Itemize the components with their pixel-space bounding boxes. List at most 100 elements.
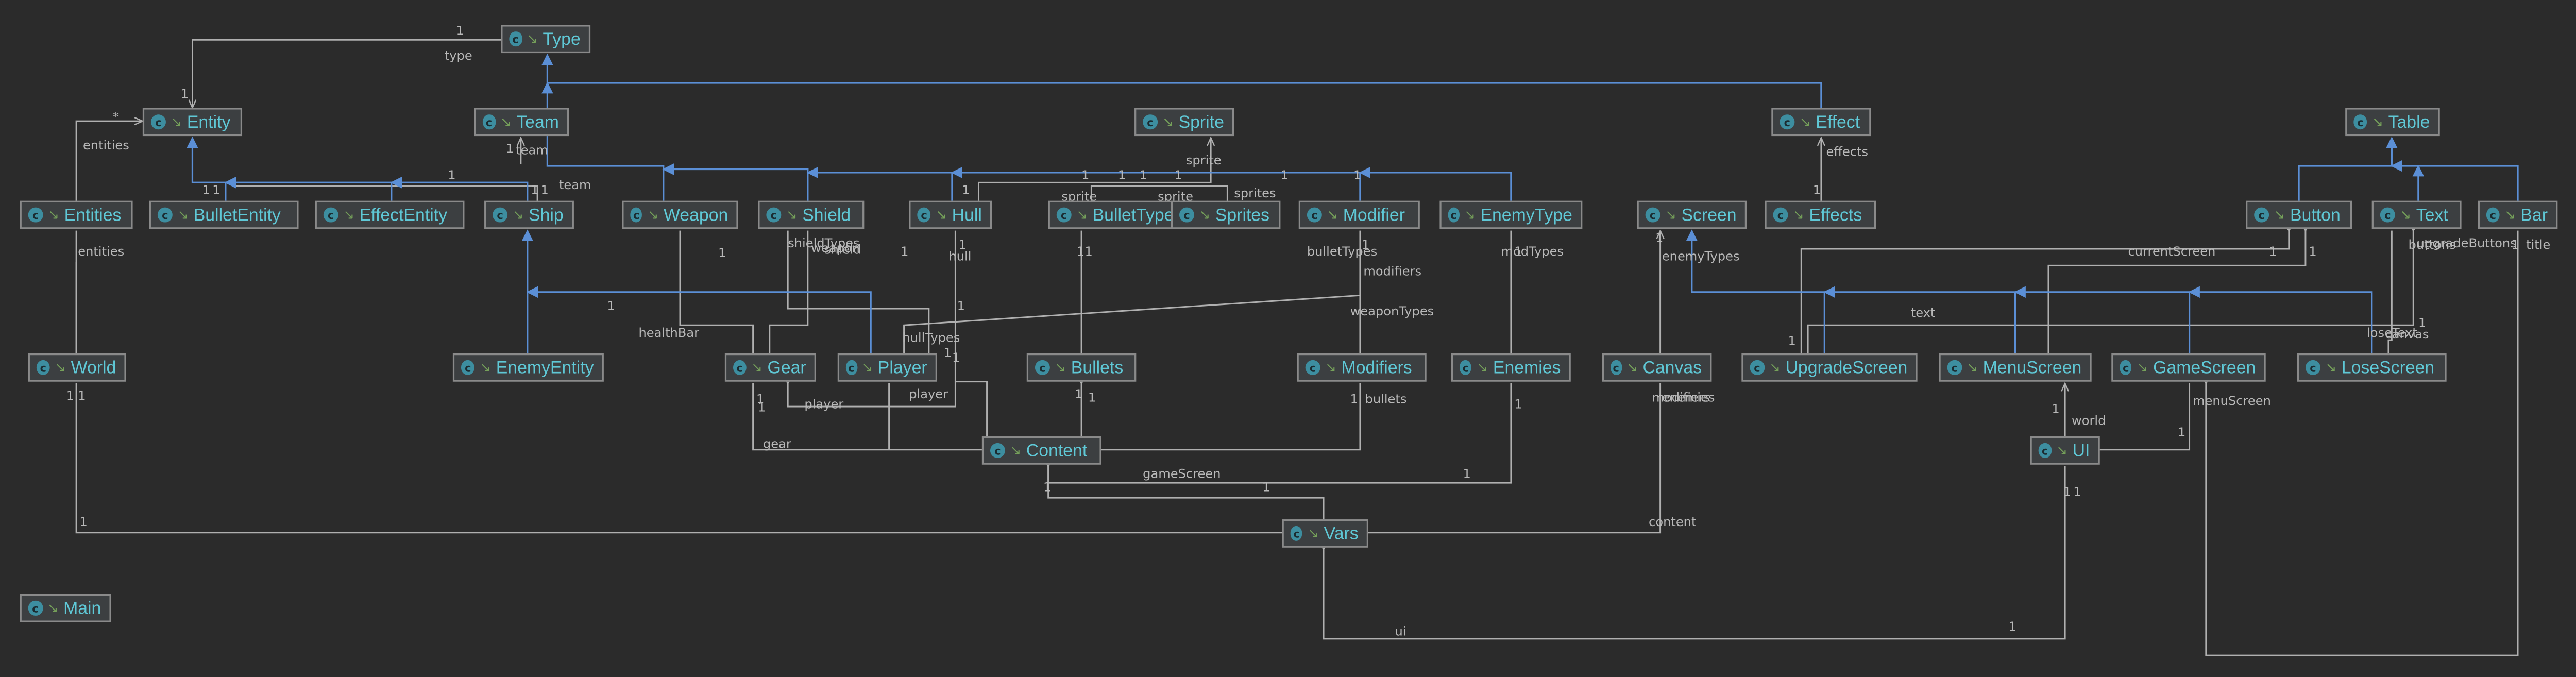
class-name: EnemyType [1480,205,1572,225]
class-node-enemyentity[interactable]: c↘EnemyEntity [452,353,604,382]
class-node-modifier[interactable]: c↘Modifier [1298,200,1420,229]
class-node-menuscreen[interactable]: c↘MenuScreen [1939,353,2092,382]
class-name: Bar [2520,205,2548,225]
edge-label: 1 [1088,390,1096,404]
class-node-screen[interactable]: c↘Screen [1637,200,1747,229]
class-icon: c [1780,114,1795,130]
edge-label: modTypes [1501,244,1564,259]
class-node-sprite[interactable]: c↘Sprite [1134,108,1234,137]
class-node-entity[interactable]: c↘Entity [142,108,243,137]
association-edge [2087,383,2191,454]
class-name: BulletType [1092,205,1174,225]
association-edge [1089,383,1361,454]
class-icon: c [1305,360,1320,375]
edge-label: 1 [718,246,726,260]
class-node-text[interactable]: c↘Text [2371,200,2462,229]
inheritance-edge [526,286,872,353]
public-icon: ↘ [2137,359,2148,375]
class-node-ui[interactable]: c↘UI [2030,436,2100,465]
edge-label: 1 [78,388,86,403]
edge-label: 1 [957,299,965,313]
class-node-weapon[interactable]: c↘Weapon [622,200,738,229]
class-node-canvas[interactable]: c↘Canvas [1602,353,1712,382]
class-node-ship[interactable]: c↘Ship [484,200,574,229]
class-node-table[interactable]: c↘Table [2345,108,2440,137]
class-node-upgradescreen[interactable]: c↘UpgradeScreen [1741,353,1918,382]
edge-label: 1 [1813,183,1821,197]
class-node-bar[interactable]: c↘Bar [2478,200,2558,229]
edge-label: 1 [962,183,970,197]
class-node-modifiers[interactable]: c↘Modifiers [1297,353,1427,382]
inheritance-edge [541,54,1822,108]
public-icon: ↘ [1325,359,1336,375]
public-icon: ↘ [512,206,524,222]
class-node-team[interactable]: c↘Team [474,108,569,137]
class-node-gear[interactable]: c↘Gear [724,353,816,382]
inheritance-edge [1359,166,1512,201]
association-edge [1087,185,1161,213]
class-icon: c [766,207,782,223]
edge-label: sprites [1234,186,1276,200]
class-icon: c [493,207,508,223]
class-node-main[interactable]: c↘Main [20,594,111,622]
edge-label: 1 [1353,168,1361,182]
class-name: UI [2072,441,2090,461]
edge-label: 1 [607,299,615,313]
class-name: Screen [1681,205,1737,225]
public-icon: ↘ [1055,359,1066,375]
edge-label: 1 [959,238,967,252]
class-node-hull[interactable]: c↘Hull [909,200,992,229]
public-icon: ↘ [2274,206,2285,222]
inheritance-edge [1823,286,2016,353]
class-name: Canvas [1642,358,1702,378]
edge-label: 1 [1262,480,1270,494]
class-node-enemies[interactable]: c↘Enemies [1451,353,1571,382]
class-icon: c [990,443,1005,458]
edge-label: effects [1826,145,1869,159]
association-edge [783,230,956,408]
class-node-shield[interactable]: c↘Shield [758,200,865,229]
edge-label: 1 [758,400,766,415]
class-node-enemytype[interactable]: c↘EnemyType [1439,200,1583,229]
public-icon: ↘ [480,359,492,375]
class-node-effectentity[interactable]: c↘EffectEntity [315,200,465,229]
edge-label: 1 [66,388,74,403]
class-node-vars[interactable]: c↘Vars [1282,519,1368,548]
edge-label: team [559,178,591,192]
class-node-type[interactable]: c↘Type [501,25,591,54]
class-node-effect[interactable]: c↘Effect [1771,108,1871,137]
public-icon: ↘ [936,206,947,222]
inheritance-edge [2188,286,2373,353]
inheritance-edge [2391,160,2519,201]
class-node-bullets[interactable]: c↘Bullets [1026,353,1137,382]
class-node-bullettype[interactable]: c↘BulletType [1048,200,1194,229]
inheritance-edge [951,166,1361,201]
edge-label: shieldTypes [788,236,859,250]
edge-label: gear [763,437,791,451]
public-icon: ↘ [527,30,538,46]
class-node-entities[interactable]: c↘Entities [20,200,133,229]
class-node-losescreen[interactable]: c↘LoseScreen [2297,353,2447,382]
class-node-sprites[interactable]: c↘Sprites [1171,200,1281,229]
inheritance-edge [662,163,809,201]
class-name: Player [877,358,927,378]
edge-label: enemyTypes [1662,249,1740,264]
class-node-player[interactable]: c↘Player [837,353,937,382]
public-icon: ↘ [171,113,182,129]
class-node-gamescreen[interactable]: c↘GameScreen [2111,353,2266,382]
edge-label: player [804,397,843,411]
edge-label: gameScreen [1143,467,1221,481]
edge-label: canvas [2385,327,2429,342]
class-node-bulletentity[interactable]: c↘BulletEntity [149,200,299,229]
edge-label: 1 [2073,485,2081,499]
class-node-effects[interactable]: c↘Effects [1765,200,1876,229]
edge-label: 1 [2511,238,2519,252]
class-node-world[interactable]: c↘World [28,353,126,382]
association-edge [1807,218,2418,353]
class-icon: c [1448,207,1460,223]
class-node-content[interactable]: c↘Content [981,436,1101,465]
edge-label: 1 [1463,467,1471,481]
class-name: Main [63,598,101,618]
class-node-button[interactable]: c↘Button [2246,200,2352,229]
association-edge [752,383,994,454]
